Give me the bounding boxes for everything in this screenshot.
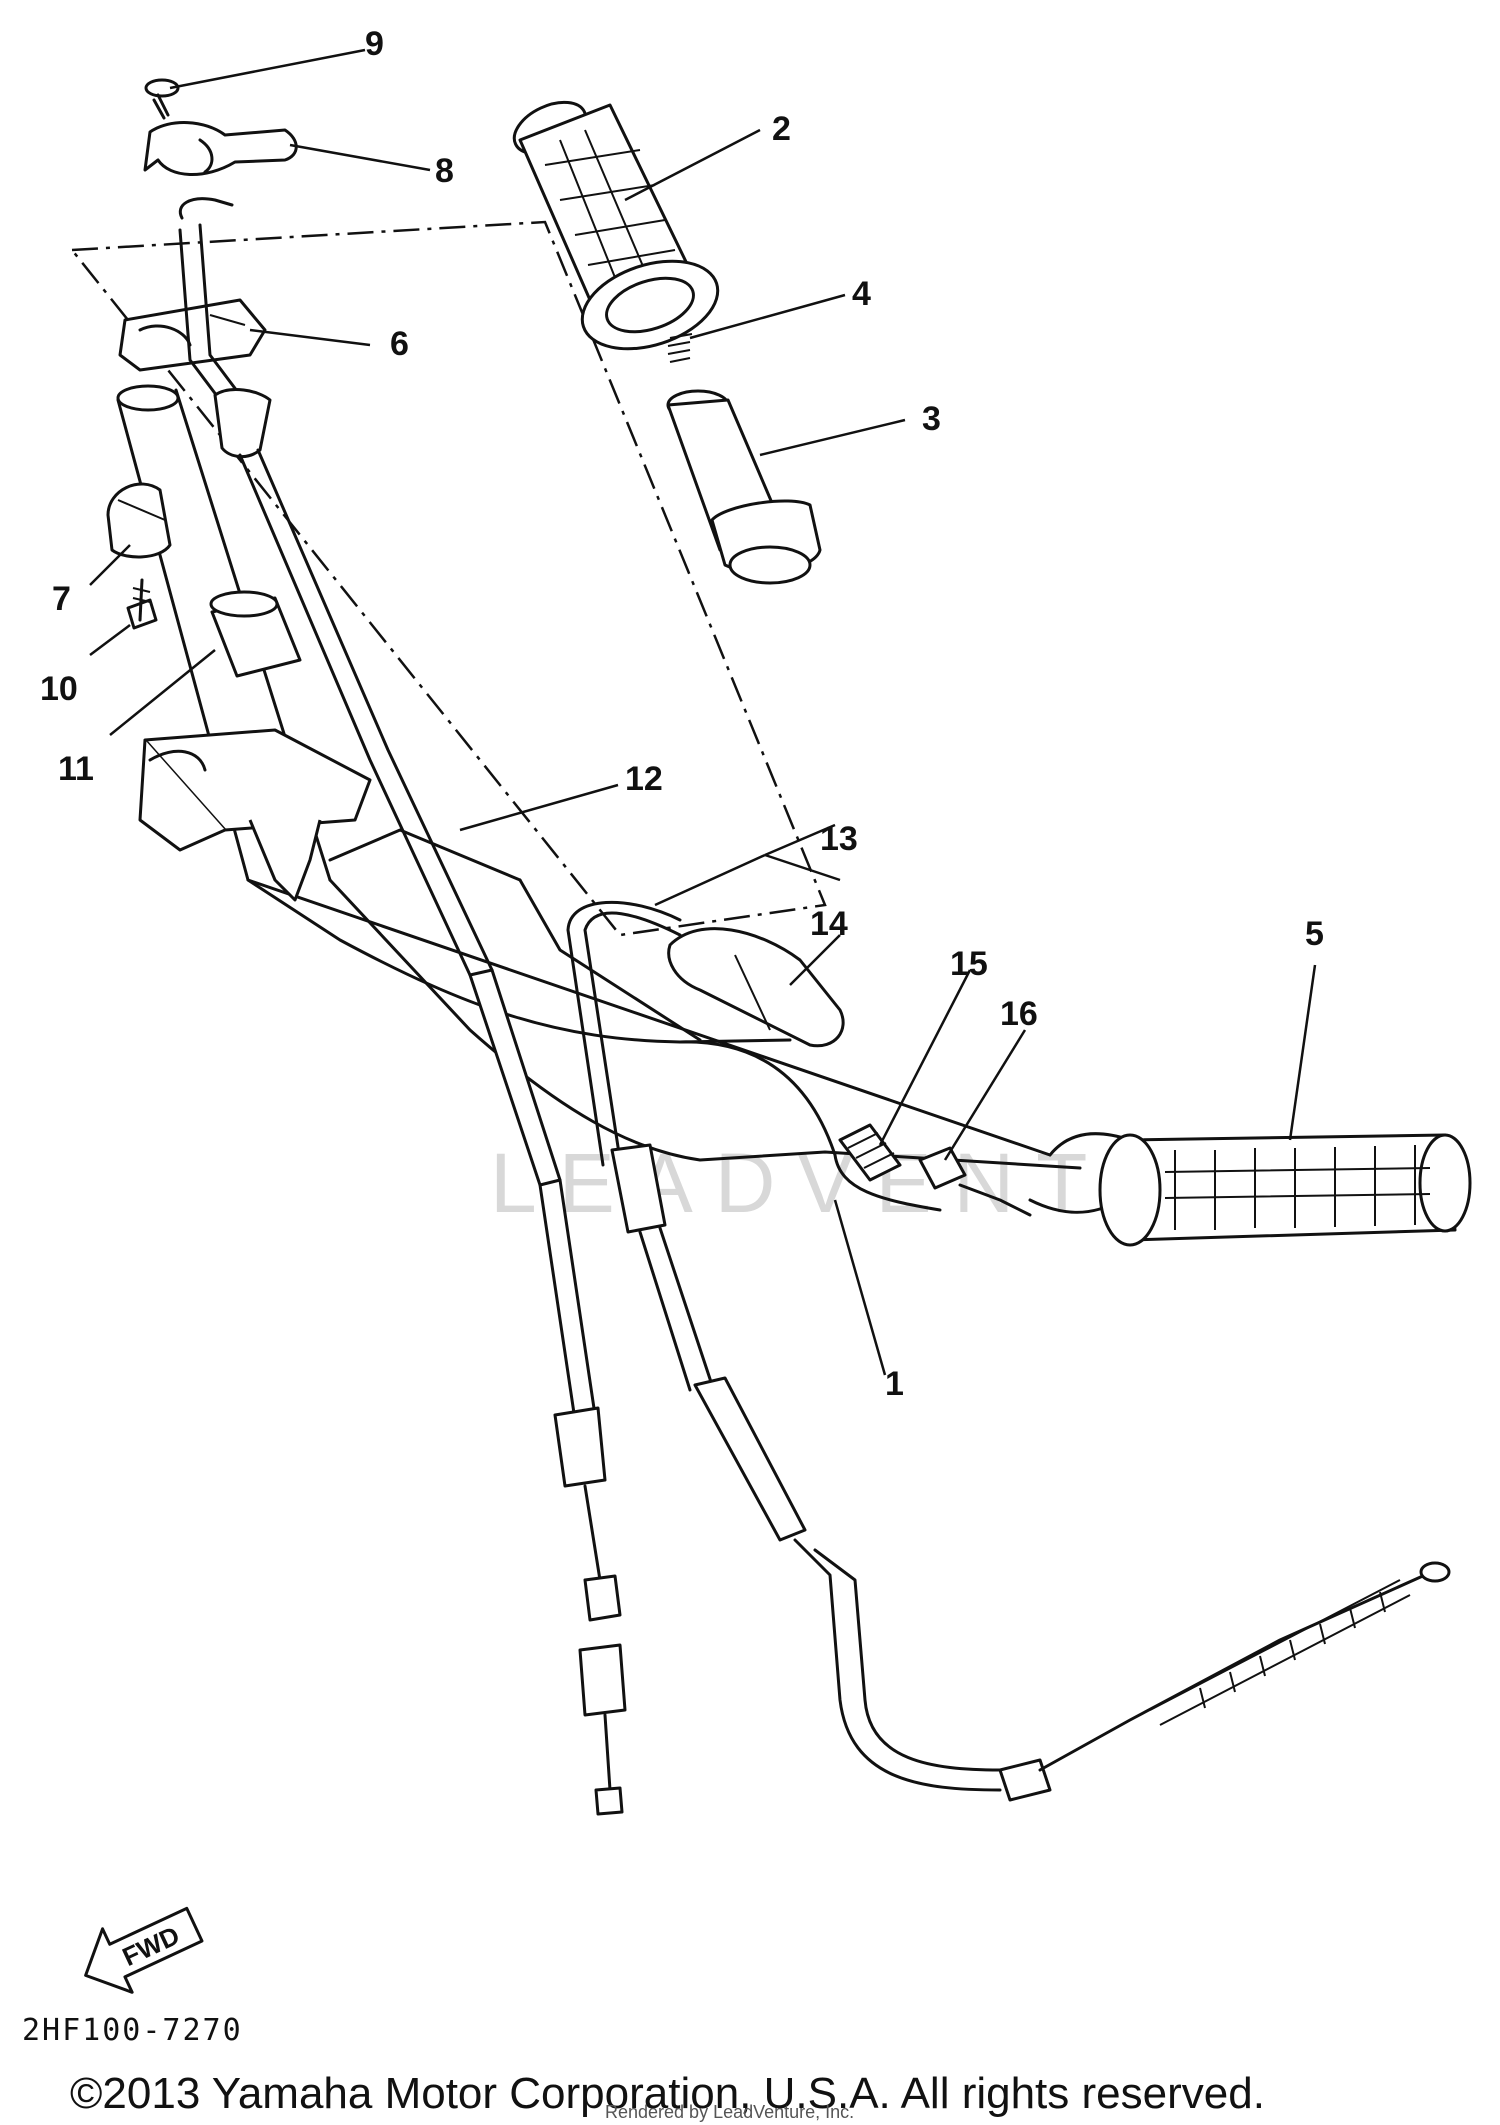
part-7-bracket (106, 482, 172, 559)
callout-2: 2 (772, 110, 791, 148)
clutch-cable (566, 900, 1451, 1802)
callout-10: 10 (40, 670, 78, 708)
callout-1: 1 (885, 1365, 904, 1403)
part-3-throttle-tube (666, 389, 822, 585)
callout-12: 12 (625, 760, 663, 798)
callout-9: 9 (365, 25, 384, 63)
part-2-grip (512, 100, 720, 351)
part-8-clamp (143, 121, 298, 176)
part-6-cable-holder (118, 298, 267, 372)
throttle-cable (178, 197, 627, 1816)
callout-14: 14 (810, 905, 848, 943)
callout-15: 15 (950, 945, 988, 983)
part-16-nut (918, 1146, 1032, 1217)
part-15-adjuster (838, 1123, 902, 1182)
bolt-10 (126, 578, 158, 630)
callout-6: 6 (390, 325, 409, 363)
part-14-boot (667, 927, 845, 1048)
callout-labels: 1 2 3 4 5 6 7 8 9 10 11 12 13 14 15 16 (40, 25, 1324, 1403)
callout-8: 8 (435, 152, 454, 190)
part-9-screw (144, 78, 180, 120)
copyright-text: ©2013 Yamaha Motor Corporation, U.S.A. A… (70, 2069, 1265, 2118)
leader-lines (89, 48, 1317, 1376)
callout-5: 5 (1305, 915, 1324, 953)
handlebar (116, 384, 1132, 1214)
exploded-view-outline (69, 220, 827, 937)
callout-16: 16 (1000, 995, 1038, 1033)
part-5-right-grip (1098, 1133, 1472, 1247)
rendered-by-text: Rendered by LeadVenture, Inc. (605, 2102, 854, 2122)
part-4-spring (667, 333, 693, 363)
callout-4: 4 (852, 275, 871, 313)
part-code: 2HF100-7270 (22, 2013, 243, 2048)
callout-11: 11 (58, 750, 94, 788)
fwd-arrow-icon: FWD (84, 1906, 204, 1994)
callout-13: 13 (820, 820, 858, 858)
left-grip-sleeve (209, 590, 302, 678)
callout-7: 7 (52, 580, 71, 618)
callout-3: 3 (922, 400, 941, 438)
